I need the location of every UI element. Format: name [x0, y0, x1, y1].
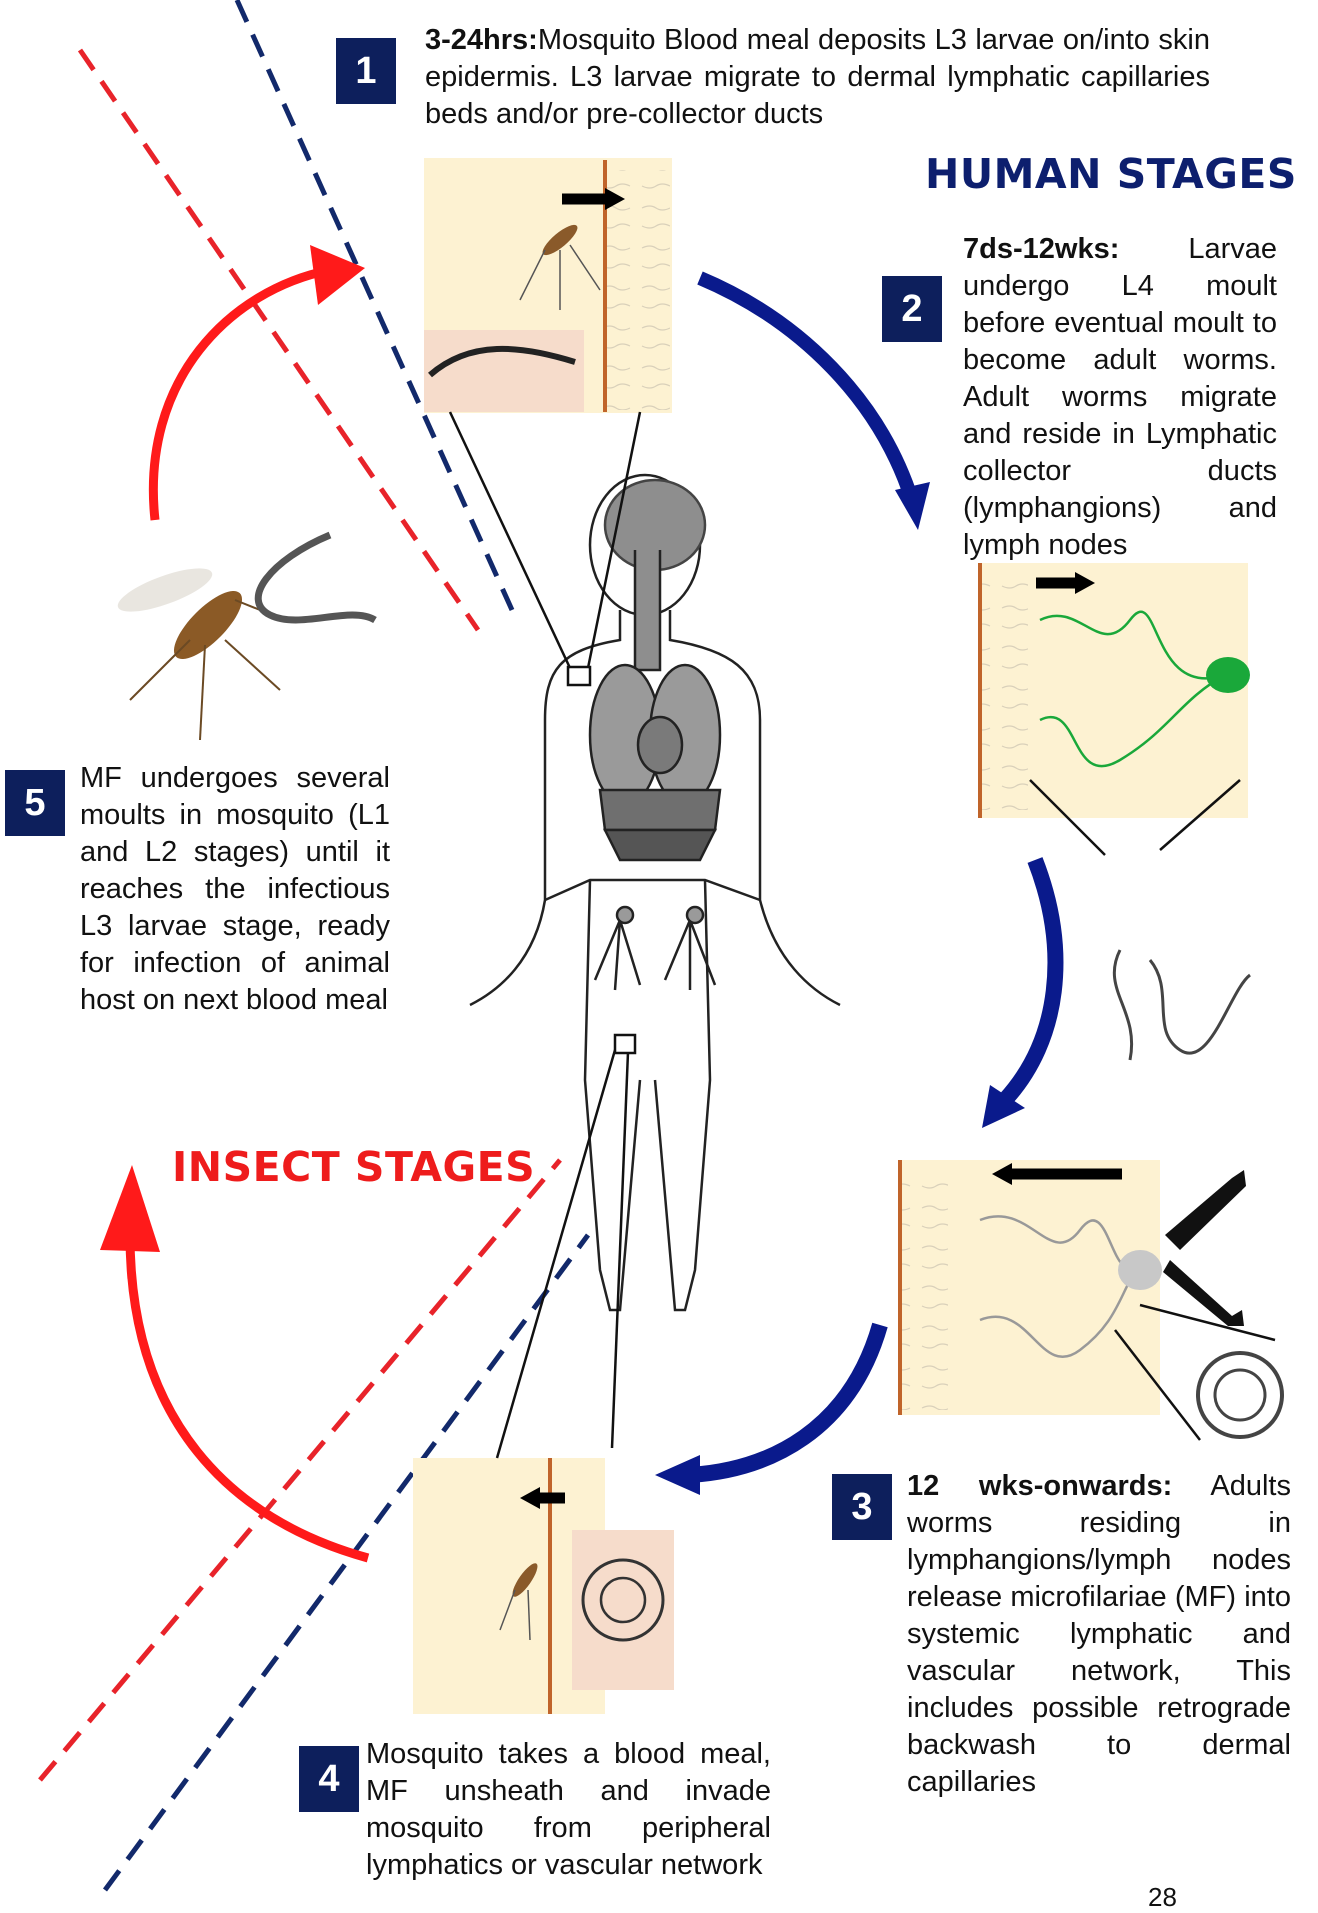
- step-4-text: Mosquito takes a blood meal, MF unsheath…: [366, 1736, 771, 1884]
- step-1-time: 3-24hrs:: [425, 24, 538, 56]
- step-4-description: Mosquito takes a blood meal, MF unsheath…: [366, 1738, 771, 1881]
- step-4-badge: 4: [299, 1746, 359, 1812]
- worm-icon: [258, 535, 375, 620]
- adult-worms-illustration: [1114, 950, 1250, 1060]
- step-1-badge: 1: [336, 38, 396, 104]
- step-2-badge: 2: [882, 276, 942, 342]
- step-5-badge: 5: [5, 770, 65, 836]
- step-5-description: MF undergoes several moults in mosquito …: [80, 762, 390, 1016]
- step-3-time: 12 wks-onwards:: [907, 1470, 1172, 1502]
- panel-1-skin: [424, 158, 672, 413]
- panel-4-mosquito: [413, 1458, 674, 1714]
- step-2-description: Larvae undergo L4 moult before eventual …: [963, 233, 1277, 561]
- insect-stage-mosquito: [113, 535, 375, 740]
- lymph-node-icon: [1206, 657, 1250, 693]
- human-stages-heading: HUMAN STAGES: [925, 150, 1297, 198]
- step-3-text: 12 wks-onwards: Adults worms residing in…: [907, 1468, 1291, 1801]
- step-2-text: 7ds-12wks: Larvae undergo L4 moult befor…: [963, 231, 1277, 564]
- step-3-badge: 3: [832, 1474, 892, 1540]
- panel-2-lymph: [978, 563, 1250, 855]
- step-1-description: Mosquito Blood meal deposits L3 larvae o…: [425, 24, 1210, 130]
- panel-3-release: [898, 1160, 1282, 1440]
- step-2-time: 7ds-12wks:: [963, 233, 1119, 265]
- page-number: 28: [1148, 1882, 1177, 1913]
- insect-stages-heading: INSECT STAGES: [172, 1143, 535, 1191]
- step-5-text: MF undergoes several moults in mosquito …: [80, 760, 390, 1019]
- step-3-description: Adults worms residing in lymphangions/ly…: [907, 1470, 1291, 1798]
- step-1-text: 3-24hrs:Mosquito Blood meal deposits L3 …: [425, 22, 1210, 133]
